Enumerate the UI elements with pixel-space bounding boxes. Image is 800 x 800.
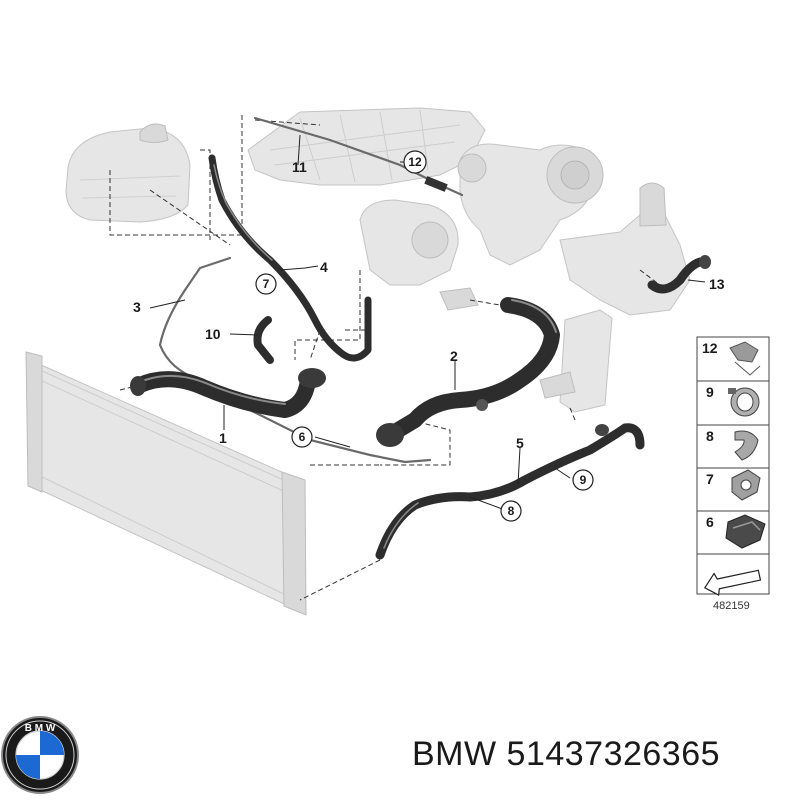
holder-clip-icon bbox=[725, 514, 766, 549]
callout-3: 3 bbox=[133, 299, 141, 315]
oil-cooler bbox=[539, 309, 613, 413]
svg-text:6: 6 bbox=[706, 514, 714, 530]
reference-number: 482159 bbox=[713, 600, 750, 612]
svg-text:9: 9 bbox=[580, 473, 587, 487]
direction-arrow-icon bbox=[703, 569, 762, 597]
legend-item-9: 9 bbox=[706, 384, 760, 417]
circled-callouts: 12 7 6 9 8 bbox=[255, 150, 594, 522]
svg-text:12: 12 bbox=[408, 155, 422, 169]
expansion-tank bbox=[65, 123, 191, 223]
turbocharger bbox=[457, 143, 604, 266]
water-pump-housing bbox=[359, 199, 459, 286]
hose-part-1 bbox=[130, 368, 326, 418]
callout-2: 2 bbox=[450, 348, 458, 364]
intake-manifold bbox=[247, 107, 486, 186]
svg-text:6: 6 bbox=[299, 430, 306, 444]
callout-4: 4 bbox=[320, 259, 328, 275]
circled-callout-7: 7 bbox=[255, 273, 277, 295]
callout-1: 1 bbox=[219, 430, 227, 446]
radiator bbox=[25, 351, 307, 616]
hose-part-5 bbox=[375, 423, 645, 560]
callout-11: 11 bbox=[292, 159, 307, 175]
legend-item-8: 8 bbox=[706, 428, 759, 461]
svg-text:7: 7 bbox=[263, 277, 270, 291]
callout-10: 10 bbox=[205, 326, 221, 342]
hose-part-2 bbox=[376, 297, 560, 447]
callout-labels: 11 4 3 10 1 2 5 13 bbox=[133, 159, 725, 451]
circled-callout-6: 6 bbox=[291, 426, 313, 448]
hose-part-4 bbox=[208, 154, 372, 362]
svg-text:12: 12 bbox=[702, 340, 718, 356]
svg-text:7: 7 bbox=[706, 471, 714, 487]
svg-text:8: 8 bbox=[508, 504, 515, 518]
callout-13: 13 bbox=[709, 276, 725, 292]
svg-text:B M W: B M W bbox=[25, 723, 56, 734]
circled-callout-12: 12 bbox=[403, 150, 427, 174]
circled-callout-9: 9 bbox=[572, 469, 594, 491]
hose-part-11 bbox=[253, 116, 464, 197]
circled-callout-8: 8 bbox=[500, 500, 522, 522]
callout-5: 5 bbox=[516, 435, 524, 451]
svg-text:9: 9 bbox=[706, 384, 714, 400]
hose-clip-icon bbox=[729, 341, 761, 376]
bmw-roundel-logo: B M W bbox=[1, 716, 79, 794]
hose-part-13 bbox=[647, 255, 711, 294]
retaining-clip-icon bbox=[734, 430, 759, 461]
spring-band-clamp-icon bbox=[728, 387, 760, 417]
legend-item-12: 12 bbox=[702, 340, 761, 376]
legend-item-6: 6 bbox=[706, 514, 766, 549]
thermostat-small bbox=[439, 287, 479, 311]
bracket-clip-icon bbox=[731, 469, 761, 501]
svg-text:8: 8 bbox=[706, 428, 714, 444]
legend-item-7: 7 bbox=[706, 469, 761, 501]
hose-part-10 bbox=[253, 316, 274, 364]
legend-panel: 12 9 8 7 bbox=[696, 336, 770, 612]
brand-part-number: BMW 51437326365 bbox=[412, 735, 721, 773]
